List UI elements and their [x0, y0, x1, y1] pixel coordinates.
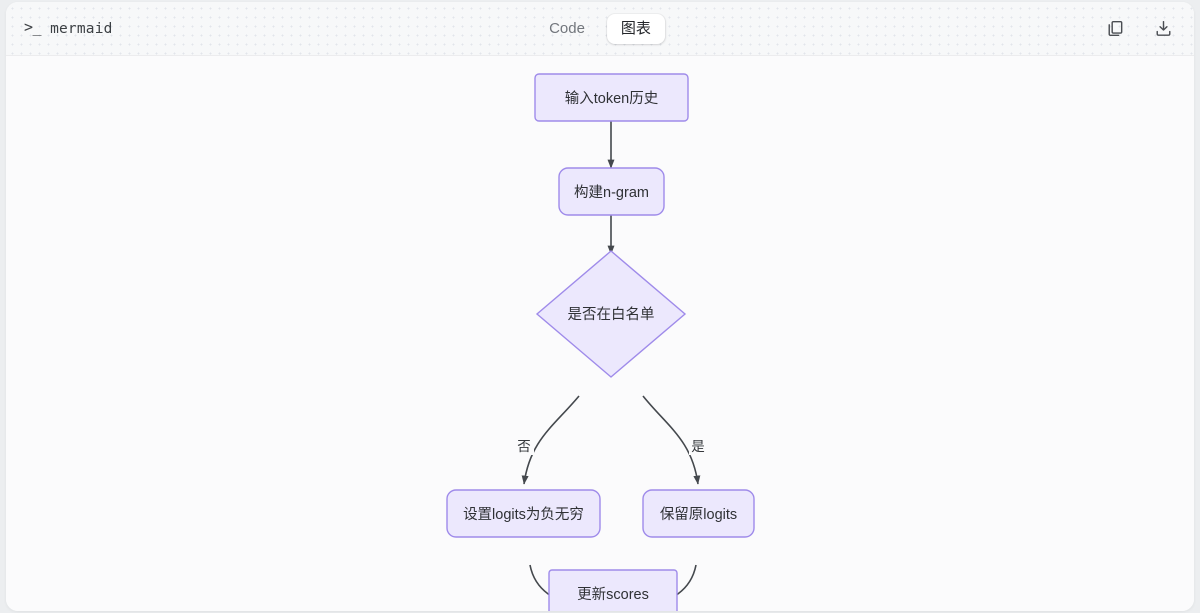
terminal-prompt-icon: >_ — [24, 18, 42, 36]
edge-n3-n4 — [521, 395, 580, 485]
node-input-token-history-label: 输入token历史 — [565, 90, 658, 107]
node-keep-original-logits[interactable]: 保留原logits — [642, 489, 755, 538]
node-keep-original-logits-label: 保留原logits — [660, 506, 737, 523]
edge-n3-n5 — [642, 395, 701, 485]
node-update-scores[interactable]: 更新scores — [548, 569, 678, 611]
copy-icon[interactable] — [1104, 18, 1126, 40]
diagram-canvas[interactable]: 否 是 输入token历史 构建n-gram 是否在白名单 设置lo — [6, 56, 1194, 611]
node-input-token-history[interactable]: 输入token历史 — [534, 73, 689, 122]
node-build-ngram[interactable]: 构建n-gram — [558, 167, 665, 216]
edge-label-no-text: 否 — [517, 439, 531, 454]
view-mode-tabs: Code 图表 — [535, 13, 665, 44]
edge-label-yes-text: 是 — [691, 439, 705, 454]
flowchart-svg: 否 是 输入token历史 构建n-gram 是否在白名单 设置lo — [446, 73, 755, 611]
node-whitelist-decision-label: 是否在白名单 — [568, 306, 655, 323]
app-title: mermaid — [50, 20, 113, 37]
tab-code[interactable]: Code — [535, 14, 599, 44]
tab-diagram[interactable]: 图表 — [606, 13, 665, 44]
app-brand: >_ mermaid — [24, 18, 113, 37]
node-set-logits-neg-inf-label: 设置logits为负无穷 — [463, 506, 584, 523]
edge-label-no: 否 — [515, 437, 534, 455]
download-icon[interactable] — [1152, 18, 1174, 40]
node-set-logits-neg-inf[interactable]: 设置logits为负无穷 — [446, 489, 601, 538]
node-build-ngram-label: 构建n-gram — [574, 184, 649, 201]
toolbar: >_ mermaid Code 图表 — [6, 2, 1194, 56]
edge-label-yes: 是 — [689, 437, 708, 455]
app-window: >_ mermaid Code 图表 — [6, 2, 1194, 611]
node-whitelist-decision[interactable]: 是否在白名单 — [535, 250, 687, 378]
toolbar-actions — [1104, 18, 1174, 40]
node-update-scores-label: 更新scores — [577, 586, 649, 603]
